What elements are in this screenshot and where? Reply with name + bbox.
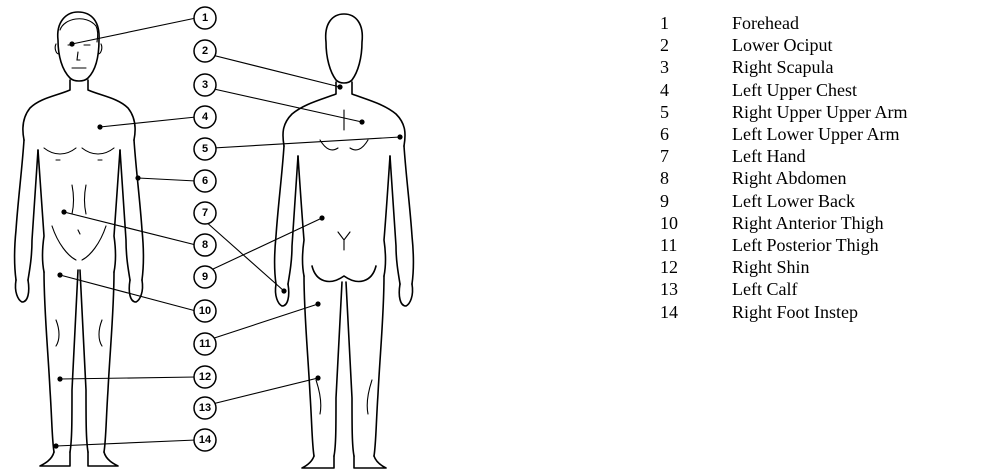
marker-10: 10 <box>194 300 216 322</box>
svg-text:6: 6 <box>202 175 208 187</box>
leader-2 <box>196 51 340 87</box>
leader-14 <box>56 440 196 446</box>
leader-6 <box>138 178 196 181</box>
leader-4 <box>100 117 196 127</box>
numbered-markers: 1 2 3 4 5 6 7 8 9 10 11 12 13 14 <box>194 7 216 451</box>
marker-4: 4 <box>194 106 216 128</box>
legend-label: Left Upper Chest <box>732 81 857 99</box>
back-body-figure <box>275 14 414 468</box>
leader-12 <box>60 377 196 379</box>
leader-3 <box>196 85 362 122</box>
marker-2: 2 <box>194 40 216 62</box>
point-dots <box>53 41 402 448</box>
svg-text:8: 8 <box>202 239 208 251</box>
front-body-figure <box>15 12 144 466</box>
svg-text:4: 4 <box>202 111 209 123</box>
marker-6: 6 <box>194 170 216 192</box>
legend-number: 8 <box>660 169 732 187</box>
legend-number: 11 <box>660 236 732 254</box>
svg-text:14: 14 <box>199 434 212 446</box>
svg-text:7: 7 <box>202 207 208 219</box>
legend-number: 4 <box>660 81 732 99</box>
legend-label: Left Lower Back <box>732 192 855 210</box>
marker-9: 9 <box>194 266 216 288</box>
legend-label: Right Upper Upper Arm <box>732 103 907 121</box>
legend-label: Forehead <box>732 14 799 32</box>
svg-text:10: 10 <box>199 305 211 317</box>
svg-text:11: 11 <box>199 338 211 350</box>
legend-label: Lower Ociput <box>732 36 832 54</box>
legend-label: Right Abdomen <box>732 169 847 187</box>
marker-5: 5 <box>194 138 216 160</box>
leader-8 <box>64 212 196 245</box>
legend-number: 12 <box>660 258 732 276</box>
legend-number: 3 <box>660 58 732 76</box>
legend-number: 2 <box>660 36 732 54</box>
legend-label: Left Posterior Thigh <box>732 236 879 254</box>
legend-label: Left Calf <box>732 280 797 298</box>
legend-number: 1 <box>660 14 732 32</box>
svg-text:13: 13 <box>199 402 211 414</box>
legend-number: 7 <box>660 147 732 165</box>
svg-text:9: 9 <box>202 271 208 283</box>
legend-number: 9 <box>660 192 732 210</box>
marker-12: 12 <box>194 366 216 388</box>
svg-text:3: 3 <box>202 79 208 91</box>
marker-14: 14 <box>194 429 216 451</box>
marker-8: 8 <box>194 234 216 256</box>
legend-label: Left Hand <box>732 147 805 165</box>
marker-3: 3 <box>194 74 216 96</box>
legend-number: 10 <box>660 214 732 232</box>
body-diagram: 1 2 3 4 5 6 7 8 9 10 11 12 13 14 <box>0 0 600 474</box>
legend-number: 13 <box>660 280 732 298</box>
legend-label: Left Lower Upper Arm <box>732 125 899 143</box>
marker-13: 13 <box>194 397 216 419</box>
svg-text:1: 1 <box>202 12 208 24</box>
marker-7: 7 <box>194 202 216 224</box>
marker-1: 1 <box>194 7 216 29</box>
svg-text:12: 12 <box>199 371 211 383</box>
legend-number: 14 <box>660 303 732 321</box>
legend-label: Right Anterior Thigh <box>732 214 884 232</box>
legend-number: 6 <box>660 125 732 143</box>
svg-text:5: 5 <box>202 143 208 155</box>
legend-label: Right Foot Instep <box>732 303 858 321</box>
marker-11: 11 <box>194 333 216 355</box>
legend-label: Right Shin <box>732 258 810 276</box>
legend-number: 5 <box>660 103 732 121</box>
legend-label: Right Scapula <box>732 58 834 76</box>
svg-text:2: 2 <box>202 45 208 57</box>
leader-5 <box>196 137 400 149</box>
